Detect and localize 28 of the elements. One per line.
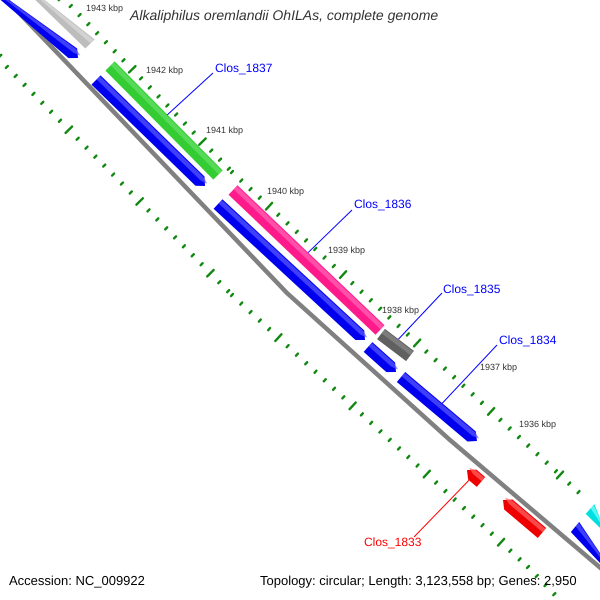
leader-line	[166, 72, 214, 116]
gene-label: Clos_1834	[499, 334, 556, 346]
gene-label: Clos_1833	[364, 536, 422, 548]
position-label: 1940 kbp	[267, 187, 304, 196]
gene-label: Clos_1836	[354, 198, 412, 210]
leader-line	[398, 292, 442, 340]
gene-block	[503, 498, 546, 538]
position-label: 1939 kbp	[328, 246, 366, 255]
position-label: 1936 kbp	[519, 420, 556, 429]
gene-label: Clos_1837	[215, 62, 272, 74]
gene-block	[467, 468, 486, 487]
gene-block	[364, 342, 398, 372]
gene-block	[91, 75, 208, 186]
genome-info-text: Topology: circular; Length: 3,123,558 bp; Genes: 2,950	[260, 574, 577, 587]
genome-title: Alkaliphilus oremlandii OhILAs, complete genome	[130, 8, 438, 22]
position-label: 1937 kbp	[480, 363, 518, 372]
genome-info-text: Accession: NC_009922	[9, 574, 145, 587]
leader-line	[308, 210, 352, 254]
position-label: 1943 kbp	[86, 4, 124, 13]
leader-line	[414, 480, 470, 538]
gene-label: Clos_1835	[443, 283, 500, 295]
leader-line	[442, 344, 498, 404]
gene-block	[570, 522, 600, 563]
position-label: 1941 kbp	[206, 126, 244, 135]
position-label: 1938 kbp	[382, 306, 420, 315]
gene-block	[396, 372, 480, 442]
position-label: 1942 kbp	[146, 66, 184, 75]
gene-block	[586, 504, 600, 528]
